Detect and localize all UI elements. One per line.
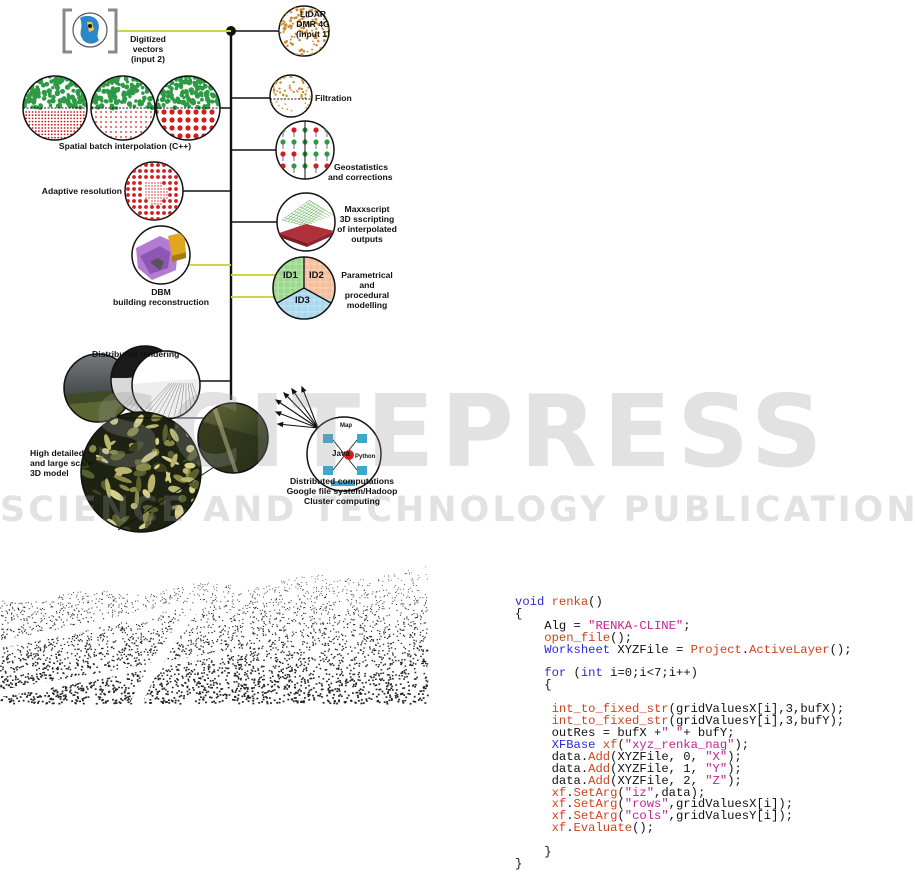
dbm-building-icon — [131, 225, 191, 285]
code-line: data.Add(XYZFile, 1, "Y"); — [551, 761, 742, 776]
code-line: Alg = "RENKA-CLINE"; — [544, 618, 691, 633]
code-line: xf.SetArg("cols",gridValuesY[i]); — [551, 809, 794, 824]
code-line — [515, 835, 852, 847]
label-spatial-interpolation: Spatial batch interpolation (C++) — [58, 141, 192, 151]
distributed-computation-diagram — [274, 385, 382, 492]
code-line: { — [515, 678, 552, 693]
code-line: xf.SetArg("iz",data); — [551, 785, 706, 800]
watermark-sub: SCIENCE AND TECHNOLOGY PUBLICATIONS — [0, 490, 915, 530]
vector-map-icon — [62, 8, 118, 54]
lidar-point-cloud-icon — [278, 5, 330, 57]
label-java: Java — [332, 449, 350, 458]
label-id1: ID1 — [283, 270, 298, 281]
code-line: XFBase xf("xyz_renka_nag"); — [551, 737, 750, 752]
code-line: open_file(); — [544, 630, 633, 645]
code-line: int_to_fixed_str(gridValuesY[i],3,bufY); — [551, 714, 845, 729]
code-line: xf.SetArg("rows",gridValuesX[i]); — [551, 797, 794, 812]
maxxscript-surface-icon — [276, 192, 336, 252]
code-listing: void renka(){ Alg = "RENKA-CLINE"; open_… — [515, 595, 852, 871]
code-line: data.Add(XYZFile, 0, "X"); — [551, 749, 742, 764]
label-id3: ID3 — [295, 295, 310, 306]
label-distributed-rendering: Distributed rendering — [92, 349, 180, 359]
code-line: void renka() — [515, 595, 603, 609]
label-filtration: Filtration — [315, 93, 352, 103]
code-line: data.Add(XYZFile, 2, "Z"); — [551, 773, 742, 788]
code-line: int_to_fixed_str(gridValuesX[i],3,bufX); — [551, 702, 845, 717]
code-line: Worksheet XYZFile = Project.ActiveLayer(… — [544, 642, 852, 657]
parametrical-id-diagram — [272, 256, 336, 320]
code-line: xf.Evaluate(); — [551, 821, 655, 836]
spatial-interpolation-icons — [22, 75, 221, 141]
label-map: Map — [340, 423, 352, 429]
code-line: } — [515, 845, 552, 860]
city-point-cloud-image — [0, 555, 429, 705]
high-detail-3d-model-images — [80, 402, 269, 533]
label-id2: ID2 — [309, 270, 324, 281]
code-line: } — [515, 856, 523, 871]
filtration-icon — [269, 74, 313, 118]
label-adaptive-resolution: Adaptive resolution — [41, 186, 122, 196]
label-python: Python — [355, 454, 376, 460]
code-line: outRes = bufX +" "+ bufY; — [551, 725, 735, 740]
watermark-main: SCITEPRESS — [91, 373, 829, 490]
adaptive-resolution-icon — [124, 161, 184, 221]
code-line: for (int i=0;i<7;i++) — [544, 666, 698, 681]
geostatistics-icon — [275, 120, 335, 180]
connector-lines — [116, 30, 278, 298]
code-line: { — [515, 606, 523, 621]
